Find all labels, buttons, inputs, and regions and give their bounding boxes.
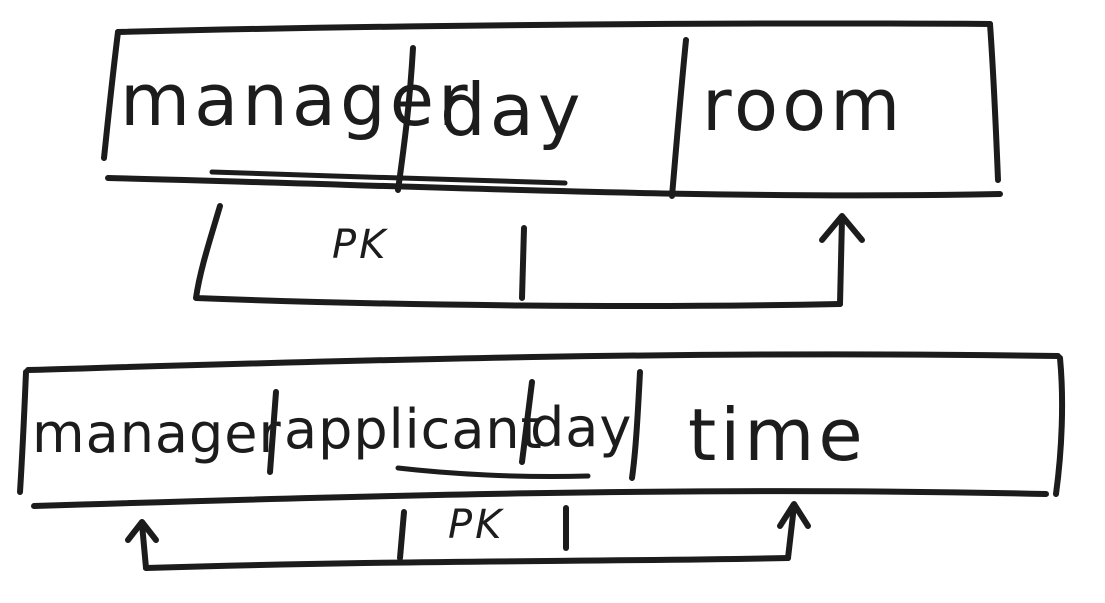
relation-top-dependency-bracket xyxy=(193,203,843,309)
relation-bottom-key-underline xyxy=(395,465,591,480)
relation-bottom-column-manager: manager xyxy=(32,402,282,465)
relation-top-dependency-stem xyxy=(837,215,845,307)
relation-bottom-arrowhead-right-icon xyxy=(777,501,811,529)
relation-top-divider-1 xyxy=(395,45,416,193)
relation-bottom-border-left xyxy=(17,369,29,495)
relation-bottom-dependency-stem-right xyxy=(785,503,797,561)
relation-bottom-column-applicant: applicant xyxy=(284,398,543,461)
relation-bottom-column-day: day xyxy=(530,396,632,459)
relation-bottom: manager applicant day time PK xyxy=(17,351,1066,571)
relation-top-key-label: PK xyxy=(332,222,388,268)
relation-top-arrowhead-icon xyxy=(819,213,865,243)
relation-top: manager day room PK xyxy=(101,20,1003,309)
relation-top-column-room: room xyxy=(702,63,904,147)
relation-top-border-bottom xyxy=(105,175,1003,199)
relation-top-dependency-tick xyxy=(519,225,527,301)
relation-bottom-dependency-stem-left xyxy=(139,521,149,571)
relation-bottom-border-right xyxy=(1053,355,1066,497)
relation-bottom-column-time: time xyxy=(688,393,867,477)
relation-bottom-divider-1 xyxy=(267,389,279,475)
relation-bottom-divider-3 xyxy=(629,369,643,481)
relation-bottom-dependency-tick-left xyxy=(397,509,407,561)
relation-bottom-key-label: PK xyxy=(448,502,504,548)
relation-bottom-divider-2 xyxy=(519,379,535,465)
relation-top-key-underline xyxy=(209,169,568,186)
relation-top-column-manager: manager xyxy=(120,58,472,142)
relation-bottom-dependency-baseline xyxy=(143,555,791,571)
relation-top-divider-2 xyxy=(669,37,689,199)
relation-top-border-left xyxy=(101,29,121,161)
relation-bottom-border-bottom xyxy=(31,488,1049,509)
relation-bottom-arrowhead-left-icon xyxy=(125,519,159,543)
relation-top-column-day: day xyxy=(440,68,584,152)
relation-top-border-right xyxy=(987,21,1001,183)
relation-bottom-border-top xyxy=(25,351,1061,373)
relation-top-border-top xyxy=(115,20,993,35)
